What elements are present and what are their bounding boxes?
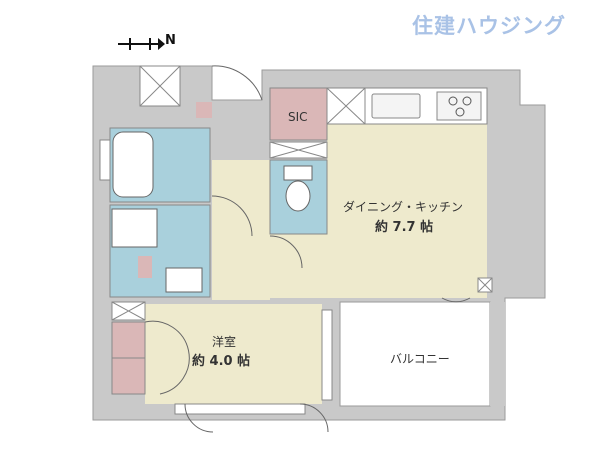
- sic-label: SIC: [288, 110, 308, 124]
- dining-kitchen-area: 約 7.7 帖: [375, 220, 434, 235]
- hallway-floor: [212, 160, 270, 300]
- balcony-area: [339, 301, 491, 407]
- balcony-label: バルコニー: [390, 352, 450, 366]
- sic-closet: [269, 87, 328, 141]
- western-room-name: 洋室: [212, 335, 237, 349]
- north-label: N: [165, 33, 176, 48]
- brand-logo: 住建ハウジング: [412, 14, 566, 38]
- western-room-area: 約 4.0 帖: [192, 354, 251, 369]
- dining-kitchen-name: ダイニング・キッチン: [343, 200, 464, 214]
